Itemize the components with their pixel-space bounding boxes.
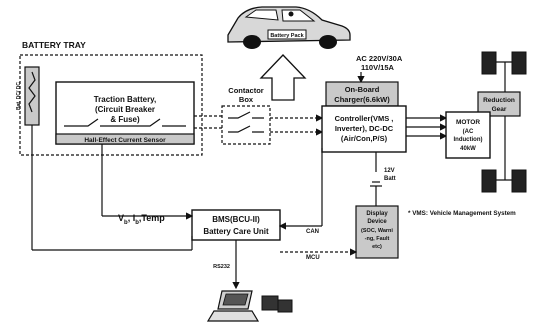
reduction-gear-line2: Gear xyxy=(492,106,507,113)
motor-box xyxy=(445,111,491,159)
motor-line3: Induction) xyxy=(454,137,483,143)
bms-line1: BMS(BCU-II) xyxy=(212,215,260,224)
laptop-icon xyxy=(206,290,260,322)
display-line2: Device xyxy=(367,219,387,225)
vehicle-illustration: Battery Pack xyxy=(227,6,351,49)
up-arrow-icon xyxy=(259,54,307,101)
floppy-disk-icon xyxy=(261,295,293,313)
wheel-icon xyxy=(319,35,337,49)
traction-battery-line3: & Fuse) xyxy=(110,115,140,124)
display-line1: Display xyxy=(366,211,388,217)
charger-line2: Charger(6.6kW) xyxy=(334,95,390,104)
breaker-switch-icon xyxy=(64,118,186,127)
contactor-label-2: Box xyxy=(239,95,254,104)
display-line4: -ng, Fault xyxy=(365,236,390,242)
wheel-icon xyxy=(511,51,527,75)
contactor-box xyxy=(221,105,271,145)
reduction-gear-line1: Reduction xyxy=(483,97,515,104)
controller-line3: (Air/Con,P/S) xyxy=(341,134,388,143)
traction-battery-line1: Traction Battery, xyxy=(94,95,157,104)
sensor-icon xyxy=(28,71,36,113)
battery-pack-label: Battery Pack xyxy=(270,33,304,39)
motor-line4: 40kW xyxy=(460,146,476,152)
wheel-icon xyxy=(481,51,497,75)
battery-pack-box xyxy=(267,29,307,40)
motor-line1: MOTOR xyxy=(456,119,480,126)
display-line3: (SOC, Warni xyxy=(361,228,393,234)
ac-input-line1: AC 220V/30A xyxy=(356,54,403,63)
battery-12v-line2: Batt xyxy=(384,176,396,182)
rs232-label: RS232 xyxy=(213,264,230,270)
battery-tray-title: BATTERY TRAY xyxy=(22,40,86,50)
battery-12v-line1: 12V xyxy=(384,168,395,174)
signals-label: Vb, Ib,Temp xyxy=(118,213,165,226)
contactor-label-1: Contactor xyxy=(228,86,263,95)
controller-line1: Controller(VMS , xyxy=(335,114,394,123)
display-line5: etc) xyxy=(372,244,382,250)
bat-dcdc-label: Bat. DC/ DC xyxy=(16,82,22,110)
charger-line1: On-Board xyxy=(345,85,380,94)
display-device-box xyxy=(355,205,399,259)
controller-box xyxy=(321,105,407,153)
bms-line2: Battery Care Unit xyxy=(203,227,269,236)
wheel-icon xyxy=(243,35,261,49)
bat-dcdc-box xyxy=(24,66,40,126)
hall-sensor-box xyxy=(55,133,195,145)
wheel-icon xyxy=(511,169,527,193)
contactor-switch-icon xyxy=(228,111,264,133)
charger-box xyxy=(325,81,399,107)
controller-line2: Inverter), DC-DC xyxy=(335,124,394,133)
mcu-label: MCU xyxy=(306,255,320,261)
battery-tray-outline xyxy=(19,54,203,156)
hall-sensor-label: Hall-Effect Current Sensor xyxy=(84,137,166,144)
ac-input-line2: 110V/15A xyxy=(361,63,395,72)
traction-battery-line2: (Circuit Breaker xyxy=(95,105,155,114)
vms-note: * VMS: Vehicle Management System xyxy=(408,210,516,217)
wheel-icon xyxy=(481,169,497,193)
can-label: CAN xyxy=(306,229,319,235)
motor-line2: (AC xyxy=(463,129,474,135)
